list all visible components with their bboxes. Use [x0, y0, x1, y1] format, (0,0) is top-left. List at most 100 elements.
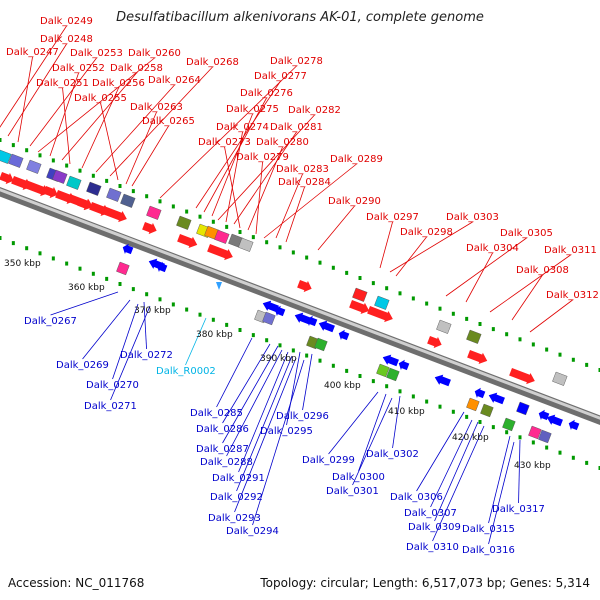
inner-track-dot [531, 440, 535, 445]
inner-track-dot [451, 409, 455, 414]
reverse-gene-label: Dalk_0269 [56, 360, 109, 371]
outer-track-dot [51, 158, 55, 163]
feature-box [552, 371, 568, 386]
reverse-gene-arrow [546, 414, 563, 427]
inner-track-dot [51, 256, 55, 261]
reverse-gene-label: Dalk_0285 [190, 408, 243, 419]
reverse-gene-leader [222, 345, 279, 444]
reverse-gene-label: Dalk_0294 [226, 526, 279, 537]
reverse-gene-leader [518, 439, 521, 504]
forward-gene-label: Dalk_0304 [466, 243, 519, 254]
forward-gene-label: Dalk_0280 [256, 137, 309, 148]
feature-box [466, 397, 480, 412]
inner-track-dot [145, 292, 149, 297]
reverse-gene-label: Dalk_0307 [404, 508, 457, 519]
reverse-gene-leader [488, 441, 515, 545]
forward-gene-arrow-shape [77, 198, 92, 211]
forward-gene-arrow-shape [177, 234, 198, 248]
outer-track-dot [465, 316, 469, 321]
inner-track-dot [265, 338, 269, 343]
forward-gene-leader [529, 299, 573, 333]
reverse-gene-label: Dalk_0267 [24, 316, 77, 327]
forward-gene-arrow [467, 350, 488, 364]
feature-box [238, 237, 254, 252]
outer-track-dot [491, 327, 495, 332]
reverse-gene-arrow [488, 392, 505, 405]
inner-track-dot [318, 358, 322, 363]
forward-gene-label: Dalk_0268 [186, 57, 239, 68]
reverse-gene-arrow-shape [338, 329, 350, 341]
reverse-gene-leader [392, 395, 401, 449]
reverse-gene-arrow-shape [474, 387, 486, 399]
forward-gene-label: Dalk_0281 [270, 122, 323, 133]
outer-track-dot [545, 347, 549, 352]
feature-box-shape [176, 215, 192, 230]
reverse-gene-leader [416, 411, 465, 492]
forward-gene-label: Dalk_0279 [236, 152, 289, 163]
forward-gene-label: Dalk_0274 [216, 122, 269, 133]
inner-track-dot [291, 348, 295, 353]
reverse-gene-leader [82, 299, 131, 360]
forward-gene-leader [61, 72, 137, 161]
inner-track-dot [105, 276, 109, 281]
forward-gene-leader [275, 173, 303, 239]
inner-track-dot [118, 282, 122, 286]
rna-gene-leader [185, 317, 207, 366]
inner-track-dot [518, 435, 522, 440]
reverse-gene-label: Dalk_0301 [326, 486, 379, 497]
feature-box-shape [66, 175, 82, 190]
reverse-gene-leader [112, 303, 139, 380]
reverse-gene-leader [234, 357, 297, 513]
outer-track-dot [318, 260, 322, 265]
outer-track-dot [145, 194, 149, 199]
forward-gene-label: Dalk_0284 [278, 177, 331, 188]
reverse-gene-arrow [294, 312, 311, 325]
inner-track-dot [371, 379, 375, 384]
forward-gene-arrow-shape [349, 300, 370, 314]
forward-gene-label: Dalk_0263 [130, 102, 183, 113]
forward-gene-arrow [142, 222, 157, 235]
outer-track-dot [0, 138, 2, 142]
reverse-gene-leader [238, 351, 289, 473]
feature-box-shape [262, 311, 276, 326]
forward-gene-arrow-shape [207, 244, 233, 261]
forward-gene-leader [285, 186, 305, 243]
reverse-gene-arrow-shape [274, 305, 286, 317]
inner-track-dot [411, 394, 415, 399]
scale-tick-label: 370 kbp [134, 306, 171, 316]
inner-track-dot [211, 317, 215, 322]
feature-box-shape [26, 159, 42, 174]
reverse-gene-arrow [338, 329, 350, 341]
inner-track-dot [278, 343, 282, 348]
reverse-gene-label: Dalk_0317 [492, 504, 545, 515]
feature-box-shape [106, 187, 122, 202]
reverse-gene-leader [358, 393, 387, 472]
feature-box-shape [120, 193, 136, 208]
reverse-gene-label: Dalk_0292 [210, 492, 263, 503]
inner-track-dot [478, 420, 482, 424]
forward-gene-leader [131, 125, 169, 187]
reverse-gene-arrow-shape [488, 392, 505, 405]
outer-track-dot [505, 332, 509, 337]
reverse-gene-leader [236, 355, 293, 492]
forward-gene-label: Dalk_0260 [128, 48, 181, 59]
gene-glyphs [0, 149, 580, 444]
forward-gene-label: Dalk_0255 [74, 93, 127, 104]
forward-gene-leader [379, 221, 393, 269]
feature-box-shape [436, 319, 452, 334]
reverse-gene-leader [252, 359, 305, 526]
reverse-gene-arrow-shape [398, 359, 410, 371]
feature-box [374, 295, 390, 310]
forward-gene-label: Dalk_0265 [142, 116, 195, 127]
forward-gene-leader [224, 146, 241, 229]
backbone-band [0, 186, 600, 426]
inner-track-dot [571, 455, 575, 460]
outer-track-dot [571, 357, 575, 362]
feature-box [116, 261, 130, 276]
forward-gene-arrow [349, 300, 370, 314]
feature-box-shape [374, 295, 390, 310]
forward-gene-leader [7, 43, 67, 137]
reverse-gene-leader [216, 337, 253, 408]
feature-box [480, 403, 494, 418]
